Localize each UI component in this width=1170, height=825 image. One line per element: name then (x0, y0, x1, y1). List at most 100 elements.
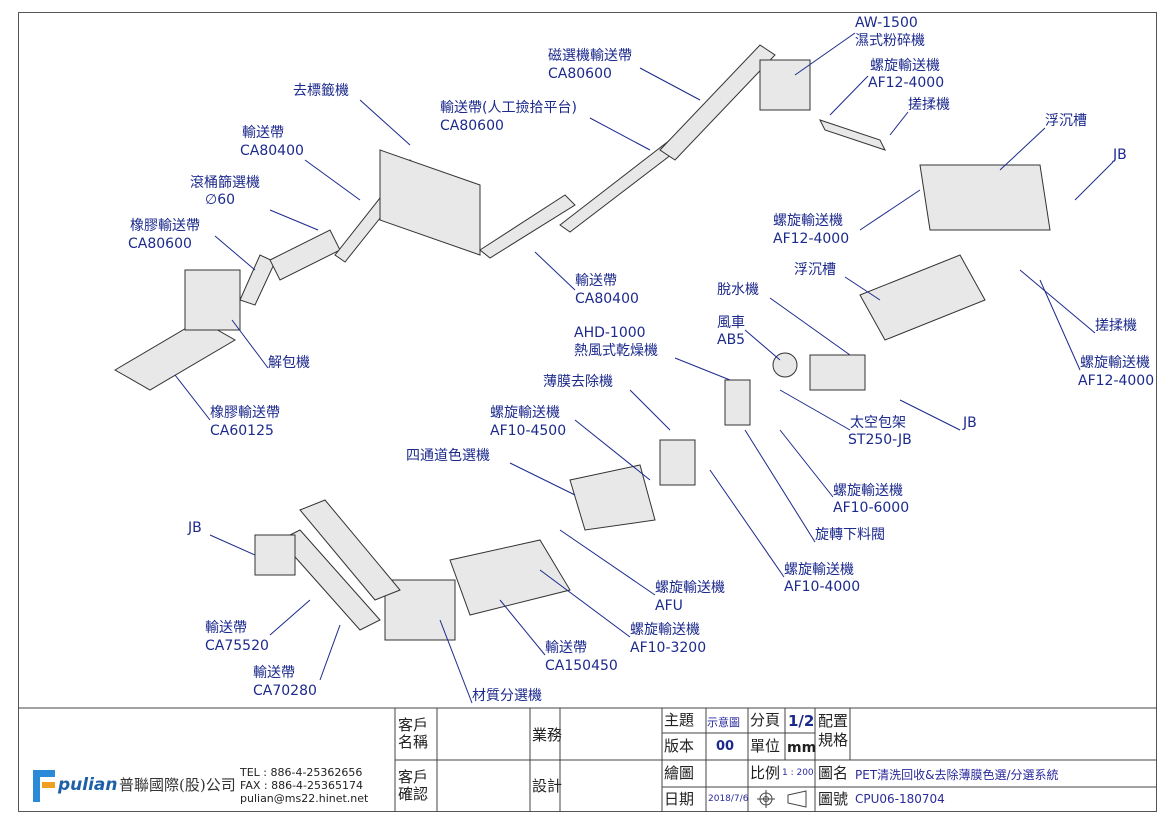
rubber-conveyor-ca80600 (239, 254, 276, 306)
page-value: 1/2 (788, 712, 815, 730)
jb-platform (254, 534, 296, 576)
label-bag-name: 太空包架 (850, 415, 906, 431)
label-conv1-name: 輸送帶 (242, 125, 284, 141)
label-rubbing1: 搓揉機 (908, 97, 950, 113)
inclined-conveyor-ca75520 (279, 529, 381, 631)
dewatering-machine (809, 354, 866, 391)
drawn-label: 繪圖 (664, 764, 695, 782)
design-label: 設計 (532, 777, 563, 795)
sales-label: 業務 (532, 726, 563, 744)
subject-value: 示意圖 (707, 716, 740, 729)
drawing-name-value: PET清洗回收&去除薄膜色選/分選系統 (855, 768, 1059, 782)
label-screw4-name: 螺旋輸送機 (490, 405, 560, 421)
label-dryer-model: AHD-1000 (574, 325, 646, 341)
label-valve: 旋轉下料閥 (815, 527, 885, 543)
float-tank-2 (859, 254, 986, 341)
magnetic-conveyor (659, 44, 776, 161)
picking-conveyor (559, 139, 681, 233)
wet-crusher (759, 59, 811, 111)
drawing-name-label: 圖名 (818, 764, 849, 782)
label-screw2-model: AF12-4000 (773, 231, 850, 247)
conveyor-ca80400-2 (479, 194, 576, 259)
page-label: 分頁 (750, 711, 781, 729)
label-screw3-model: AF12-4000 (1078, 373, 1155, 389)
label-aw1500-model: AW-1500 (855, 15, 918, 31)
version-label: 版本 (664, 737, 695, 755)
label-screw3-name: 螺旋輸送機 (1080, 355, 1150, 371)
label-fan-name: 風車 (717, 315, 745, 331)
rubber-conveyor-ca60125 (114, 319, 236, 391)
label-screw2-name: 螺旋輸送機 (773, 213, 843, 229)
unit-label: 單位 (750, 737, 781, 755)
leader-lines (174, 32, 1114, 704)
label-screw5-name: 螺旋輸送機 (833, 483, 903, 499)
label-film: 薄膜去除機 (543, 374, 613, 390)
label-rubber1-name: 橡膠輸送帶 (130, 218, 200, 234)
label-float2: 浮沉槽 (794, 262, 836, 278)
screw-conveyor-af12 (819, 119, 886, 151)
projection-symbol-icon (757, 790, 807, 808)
date-label: 日期 (664, 790, 695, 808)
label-conv4-name: 輸送帶 (545, 640, 587, 656)
contact-info: TEL : 886-4-25362656 FAX : 886-4-2536517… (240, 766, 368, 805)
label-conv2-model: CA80400 (575, 291, 639, 307)
customer-name-label: 客戶 名稱 (398, 716, 429, 751)
label-magnet-name: 磁選機輸送帶 (548, 48, 632, 64)
label-conv4-model: CA150450 (545, 658, 618, 674)
config-spec-label: 配置 規格 (818, 712, 849, 749)
label-jb3: JB (188, 520, 202, 536)
drawing-no-value: CPU06-180704 (855, 792, 945, 806)
label-wet-crusher: 濕式粉碎機 (855, 33, 925, 49)
color-sorter (569, 464, 656, 531)
film-removal-machine (659, 439, 696, 486)
inclined-conveyor-ca70280 (299, 499, 401, 601)
drawing-no-label: 圖號 (818, 790, 849, 808)
label-screw1-model: AF12-4000 (868, 75, 945, 91)
label-sorter: 四通道色選機 (406, 448, 490, 464)
conveyor-ca150450 (449, 539, 571, 616)
label-material-sorter: 材質分選機 (472, 688, 542, 704)
label-screw6-model: AF10-4000 (784, 579, 861, 595)
company-name: 普聯國際(股)公司 (119, 776, 236, 794)
label-trommel-model: ∅60 (205, 192, 236, 208)
logo-text: pulian (58, 775, 118, 795)
debaler (184, 269, 241, 331)
label-jb1: JB (1113, 147, 1127, 163)
hot-air-dryer (724, 379, 751, 426)
label-conv3-model: CA75520 (205, 638, 269, 654)
label-rubber1-model: CA80600 (128, 236, 192, 252)
label-screw7-name: 螺旋輸送機 (655, 580, 725, 596)
label-trommel-name: 滾桶篩選機 (190, 175, 260, 191)
label-dewater: 脫水機 (717, 282, 759, 298)
label-rubbing2: 搓揉機 (1095, 318, 1137, 334)
unit-value: mm (787, 740, 817, 756)
label-conv5-model: CA70280 (253, 683, 317, 699)
label-screw6-name: 螺旋輸送機 (784, 562, 854, 578)
date-value: 2018/7/6 (708, 794, 749, 804)
fax: FAX : 886-4-25365174 (240, 779, 363, 792)
trommel-screen (269, 229, 341, 281)
tel: TEL : 886-4-25362656 (240, 766, 363, 779)
label-float1: 浮沉槽 (1045, 113, 1087, 129)
label-delabel: 去標籤機 (293, 83, 349, 99)
label-screw5-model: AF10-6000 (833, 500, 910, 516)
label-rubber2-name: 橡膠輸送帶 (210, 405, 280, 421)
label-screw7-model: AFU (655, 598, 683, 614)
label-conv5-name: 輸送帶 (253, 665, 295, 681)
label-conv3-name: 輸送帶 (205, 620, 247, 636)
pulian-logo-icon (33, 770, 55, 802)
label-conv1-model: CA80400 (240, 143, 304, 159)
label-debaler: 解包機 (268, 355, 310, 371)
label-dryer-name: 熱風式乾燥機 (574, 343, 658, 359)
subject-label: 主題 (664, 711, 695, 729)
label-pick-model: CA80600 (440, 118, 504, 134)
version-value: 00 (716, 739, 735, 754)
scale-label: 比例 (750, 764, 781, 782)
label-screw8-name: 螺旋輸送機 (630, 622, 700, 638)
title-block-grid (18, 707, 1157, 812)
label-conv2-name: 輸送帶 (575, 273, 617, 289)
sheet-border (18, 12, 1157, 812)
delabel-machine (379, 149, 481, 256)
